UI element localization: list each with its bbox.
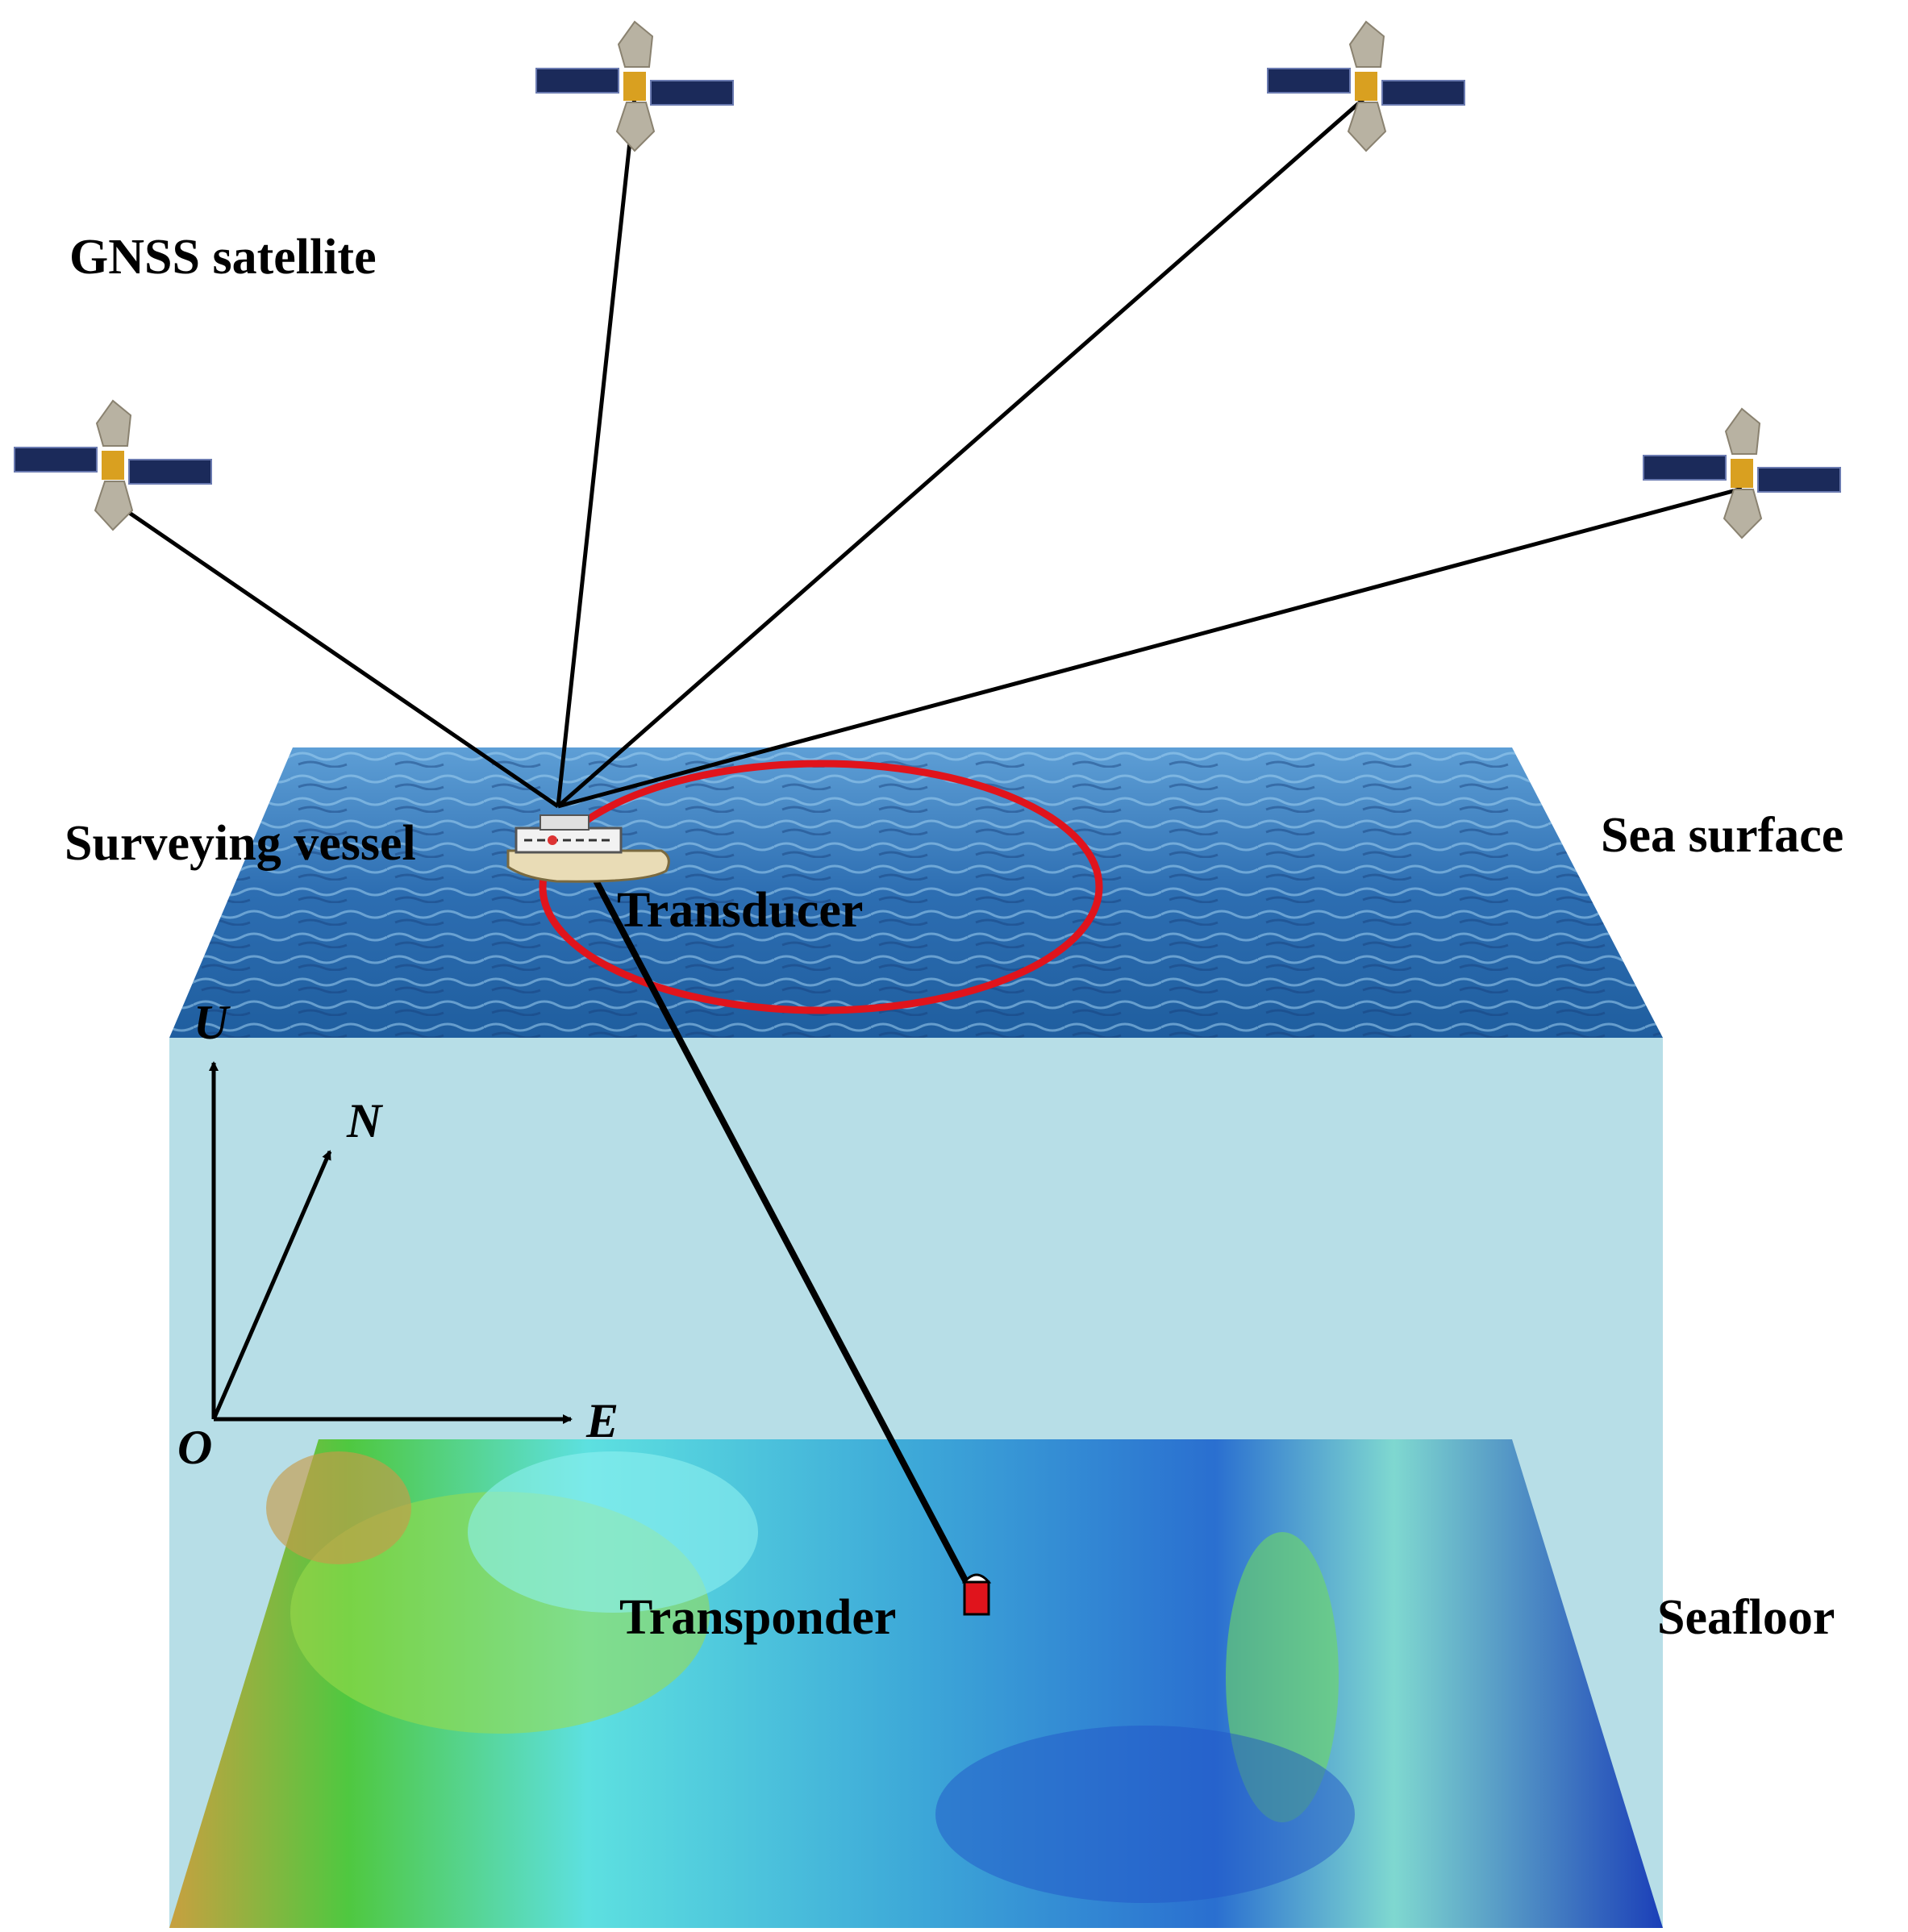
satellite-icon <box>535 20 734 152</box>
sea-surface-waves <box>169 747 1663 1038</box>
enu-axes <box>209 1061 573 1424</box>
origin-label: O <box>177 1421 213 1474</box>
n-axis <box>211 1150 332 1420</box>
transponder-label: Transponder <box>619 1590 897 1645</box>
signal-line <box>557 486 1743 809</box>
surveying-vessel-label: Surveying vessel <box>65 816 416 871</box>
acoustic-path-line <box>579 853 975 1594</box>
satellite-icon <box>1643 407 1841 539</box>
seafloor-relief <box>935 1726 1355 1903</box>
transponder-icon <box>961 1573 992 1616</box>
sea-surface-label: Sea surface <box>1601 808 1844 863</box>
n-axis-label: N <box>347 1094 382 1147</box>
u-axis-label: U <box>194 996 229 1049</box>
vessel-icon <box>506 814 670 883</box>
satellite-icon <box>1267 20 1465 152</box>
signal-line <box>556 96 637 807</box>
seafloor-relief <box>266 1451 411 1564</box>
gnss-satellite-label: GNSS satellite <box>69 230 377 285</box>
seafloor-relief <box>468 1451 758 1613</box>
transducer-label: Transducer <box>617 883 864 938</box>
survey-track-ellipse <box>539 760 1103 1014</box>
e-axis-label: E <box>586 1394 619 1447</box>
signal-line <box>556 95 1368 808</box>
satellite-icon <box>14 399 212 531</box>
seafloor-label: Seafloor <box>1657 1590 1835 1645</box>
signal-line <box>111 499 560 809</box>
